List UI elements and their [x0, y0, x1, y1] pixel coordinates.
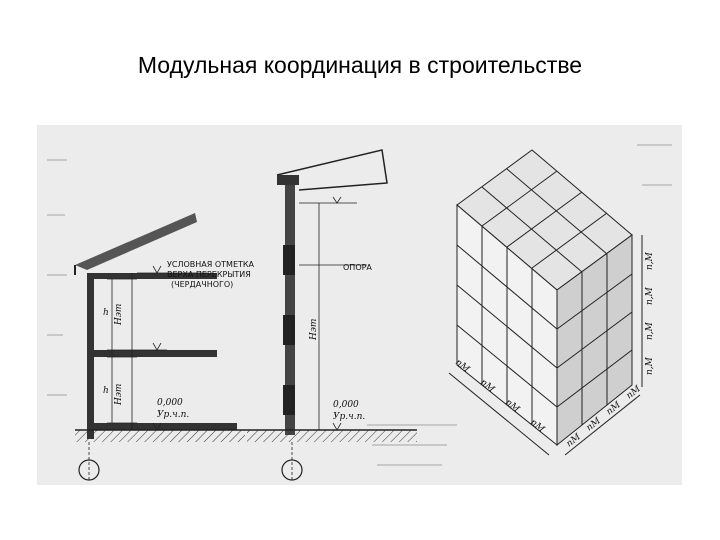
side-dim-1: n,M	[645, 251, 655, 270]
middle-height-label: Нэт	[309, 319, 319, 341]
middle-level-value: 0,000	[333, 400, 359, 410]
side-dim-4: n,M	[645, 356, 655, 375]
support-label: ОПОРА	[343, 263, 372, 272]
slide-title: Модульная координация в строительстве	[137, 52, 583, 78]
storey-height-h-lower: h	[103, 386, 109, 396]
storey-height-net-lower: Нэт	[114, 384, 124, 406]
middle-wall-section	[247, 149, 417, 481]
isometric-modular-grid	[448, 149, 643, 456]
annotation-line-3: (ЧЕРДАЧНОГО)	[171, 280, 233, 289]
annotation-line-1: УСЛОВНАЯ ОТМЕТКА	[167, 260, 255, 269]
storey-height-h-upper: h	[103, 308, 109, 318]
left-building-section	[74, 213, 247, 481]
storey-height-net-upper: Нэт	[114, 304, 124, 326]
figure-drawing: УСЛОВНАЯ ОТМЕТКА ВЕРХА ПЕРЕКРЫТИЯ (ЧЕРДА…	[47, 144, 672, 481]
side-dim-2: n,M	[645, 286, 655, 305]
middle-level-note: Ур.ч.п.	[333, 412, 365, 422]
annotation-line-2: ВЕРХА ПЕРЕКРЫТИЯ	[167, 270, 251, 279]
left-level-note: Ур.ч.п.	[157, 410, 189, 420]
background-text-texture	[47, 144, 672, 466]
side-dim-3: n,M	[645, 321, 655, 340]
construction-figure: УСЛОВНАЯ ОТМЕТКА ВЕРХА ПЕРЕКРЫТИЯ (ЧЕРДА…	[37, 125, 682, 485]
left-level-value: 0,000	[157, 398, 183, 408]
